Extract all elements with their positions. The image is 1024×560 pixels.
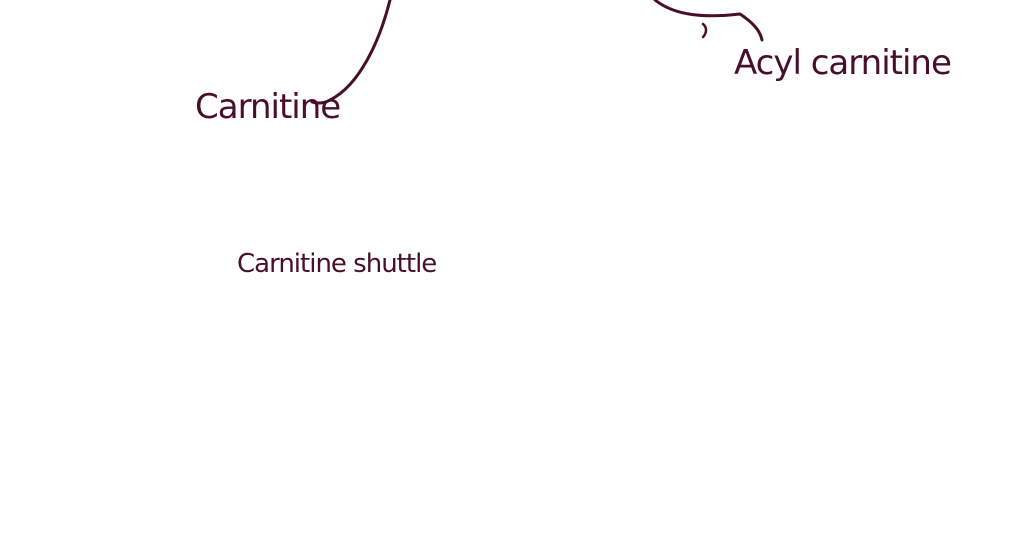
carnitine-left-label: Carnitine (195, 87, 340, 127)
right-curved-arrow-stroke (653, 0, 764, 42)
acyl-carnitine-label: Acyl carnitine (734, 43, 951, 83)
right-curved-arrow-tick (701, 22, 708, 39)
left-curved-arrow-stroke (310, 0, 392, 105)
carnitine-shuttle-label: Carnitine shuttle (237, 249, 436, 279)
